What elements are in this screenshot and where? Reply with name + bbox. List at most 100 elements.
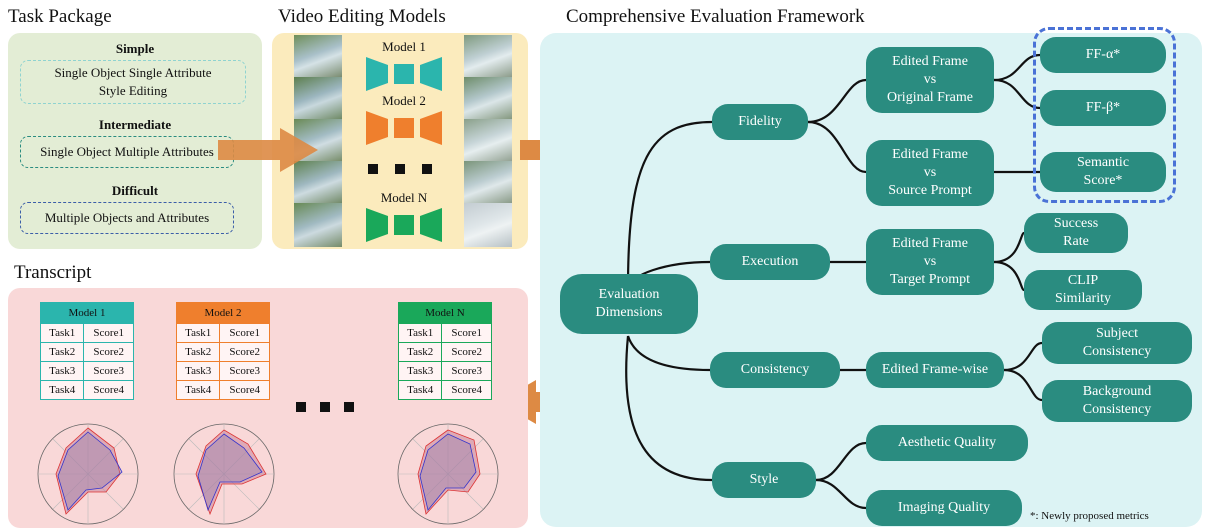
background-line2: Consistency [1082,402,1152,417]
score-cell: Score4 [83,380,134,400]
node-semantic-score: Semantic Score* [1040,152,1166,192]
task-package-title: Task Package [8,6,112,27]
model-2-network-icon [366,111,442,145]
score-cell: Score2 [441,342,492,362]
level-intermediate-label: Intermediate [98,117,172,132]
video-models-panel: Model 1 Model 2 Model N [272,33,528,249]
src-line1: Edited Frame [892,147,968,162]
task-cell: Task1 [397,323,443,343]
task-cell: Task3 [397,361,443,381]
tgt-line3: Target Prompt [889,272,971,287]
node-vs-target-prompt: Edited Frame vs Target Prompt [866,229,994,295]
ellipsis-dot [395,164,405,174]
node-ff-beta: FF-β* [1040,90,1166,126]
radar-chart-model-1 [37,423,139,525]
radar-chart-model-2 [173,423,275,525]
edited-video-strip [464,35,512,247]
score-cell: Score3 [441,361,492,381]
task-cell: Task1 [39,323,85,343]
orig-line3: Original Frame [887,90,973,105]
tgt-line1: Edited Frame [892,236,968,251]
new-metrics-highlight [1033,27,1176,203]
task-cell: Task4 [175,380,221,400]
task-cell: Task3 [175,361,221,381]
score-cell: Score1 [83,323,134,343]
score-cell: Score4 [219,380,270,400]
node-consistency: Consistency [710,352,840,388]
score-cell: Score2 [83,342,134,362]
task-simple-line2: Style Editing [98,83,168,98]
task-difficult-line1: Multiple Objects and Attributes [44,210,210,225]
src-line3: Source Prompt [888,183,972,198]
root-line2: Dimensions [595,305,663,320]
task-intermediate-line1: Single Object Multiple Attributes [40,144,214,159]
task-box-simple: Single Object Single Attribute Style Edi… [20,60,246,104]
clip-line2: Similarity [1055,291,1111,306]
clip-line1: CLIP [1067,273,1099,288]
score-cell: Score1 [441,323,492,343]
node-fidelity: Fidelity [712,104,808,140]
level-difficult-label: Difficult [111,183,159,198]
task-simple-line1: Single Object Single Attribute [54,65,212,80]
source-video-strip [294,35,342,247]
node-clip-similarity: CLIP Similarity [1024,270,1142,310]
node-vs-source-prompt: Edited Frame vs Source Prompt [866,140,994,206]
tgt-line2: vs [923,254,937,269]
radar-chart-model-n [397,423,499,525]
semantic-line2: Score* [1083,173,1123,188]
score-cell: Score4 [441,380,492,400]
success-line1: Success [1053,216,1099,231]
node-ff-alpha: FF-α* [1040,37,1166,73]
framework-title: Comprehensive Evaluation Framework [566,6,865,27]
model-n-label: Model N [380,190,428,205]
task-cell: Task1 [175,323,221,343]
semantic-line1: Semantic [1076,155,1130,170]
ellipsis-dot [320,402,330,412]
task-cell: Task4 [397,380,443,400]
table-header: Model N [398,302,492,324]
node-imaging-quality: Imaging Quality [866,490,1022,526]
transcript-title: Transcript [14,262,92,283]
node-success-rate: Success Rate [1024,213,1128,253]
node-subject-consistency: Subject Consistency [1042,322,1192,364]
node-aesthetic-quality: Aesthetic Quality [866,425,1028,461]
arrow-task-to-models [218,128,318,172]
footnote: *: Newly proposed metrics [1030,510,1149,522]
orig-line2: vs [923,72,937,87]
task-cell: Task2 [39,342,85,362]
node-evaluation-dimensions: Evaluation Dimensions [560,274,698,334]
task-cell: Task3 [39,361,85,381]
level-simple-label: Simple [115,41,155,56]
node-execution: Execution [710,244,830,280]
table-header: Model 2 [176,302,270,324]
task-cell: Task2 [175,342,221,362]
ellipsis-dot [368,164,378,174]
task-cell: Task2 [397,342,443,362]
node-background-consistency: Background Consistency [1042,380,1192,422]
model-1-label: Model 1 [382,39,426,54]
subject-line1: Subject [1096,326,1138,341]
table-header: Model 1 [40,302,134,324]
node-style: Style [712,462,816,498]
ellipsis-dot [422,164,432,174]
score-cell: Score3 [83,361,134,381]
score-cell: Score1 [219,323,270,343]
score-cell: Score3 [219,361,270,381]
task-cell: Task4 [39,380,85,400]
src-line2: vs [923,165,937,180]
background-line1: Background [1082,384,1152,399]
score-cell: Score2 [219,342,270,362]
root-line1: Evaluation [598,287,660,302]
